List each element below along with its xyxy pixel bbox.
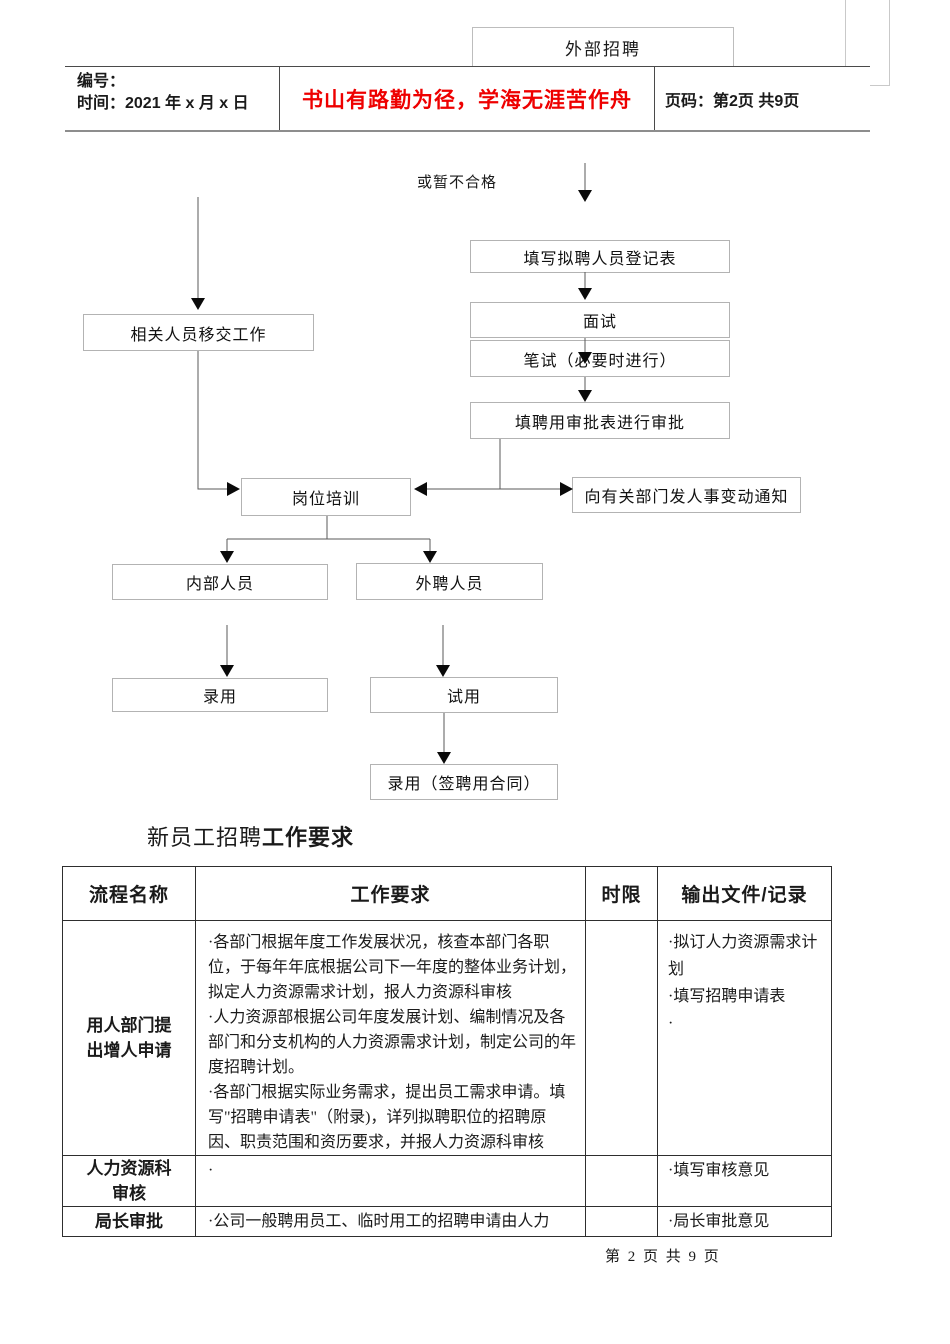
arrow-down-icon: [436, 665, 450, 677]
document-header: 编号： 时间：2021 年 x 月 x 日 书山有路勤为径，学海无涯苦作舟 页码…: [65, 66, 870, 132]
table-header-row: 流程名称 工作要求 时限 输出文件/记录: [62, 866, 832, 921]
header-page-cell: 页码：第2页 共9页: [655, 67, 870, 130]
section-title: 新员工招聘工作要求: [147, 820, 354, 852]
cell-time-limit: [585, 1206, 658, 1237]
arrow-down-icon: [220, 665, 234, 677]
section-title-bold: 工作要求: [262, 825, 355, 850]
flow-box-probation: 试用: [370, 677, 558, 713]
arrow-down-icon: [578, 390, 592, 402]
arrow-down-icon: [191, 298, 205, 310]
cell-time-limit: [585, 1155, 658, 1207]
flow-box-fill-candidate-registration-form: 填写拟聘人员登记表: [470, 240, 730, 273]
cell-output-documents: ·拟订人力资源需求计划 ·填写招聘申请表 ·: [657, 920, 832, 1156]
table-row: 人力资源科审核 · ·填写审核意见: [62, 1155, 832, 1207]
cell-work-requirements: ·各部门根据年度工作发展状况，核查本部门各职位，于每年年底根据公司下一年度的整体…: [195, 920, 586, 1156]
flow-title-label: 外部招聘: [565, 39, 641, 59]
doc-number-label: 编号：: [77, 73, 126, 90]
arrow-down-icon: [220, 551, 234, 563]
output-item: ·局长审批意见: [668, 1213, 770, 1230]
header-meta-cell: 编号： 时间：2021 年 x 月 x 日: [65, 67, 280, 130]
col-header-output-documents: 输出文件/记录: [657, 866, 832, 921]
col-header-work-requirements: 工作要求: [195, 866, 586, 921]
cell-output-documents: ·局长审批意见: [657, 1206, 832, 1237]
requirement-item: ·各部门根据年度工作发展状况，核查本部门各职位，于每年年底根据公司下一年度的整体…: [208, 934, 577, 1001]
col-header-time-limit: 时限: [585, 866, 658, 921]
motto-text: 书山有路勤为径，学海无涯苦作舟: [302, 88, 632, 112]
requirements-table: 流程名称 工作要求 时限 输出文件/记录 用人部门提出增人申请 ·各部门根据年度…: [62, 866, 832, 1237]
page-number-label: 页码：第2页 共9页: [665, 92, 800, 110]
arrow-down-icon: [437, 752, 451, 764]
cell-process-name: 局长审批: [62, 1206, 196, 1237]
doc-time-label: 时间：2021 年 x 月 x 日: [77, 95, 249, 112]
cell-process-name: 人力资源科审核: [62, 1155, 196, 1207]
flow-box-handover-work: 相关人员移交工作: [83, 314, 314, 351]
requirement-item: ·各部门根据实际业务需求，提出员工需求申请。填写"招聘申请表"（附录)，详列拟聘…: [208, 1084, 566, 1151]
flow-box-internal-staff: 内部人员: [112, 564, 328, 600]
flow-box-interview: 面试: [470, 302, 730, 338]
flow-box-notify-departments: 向有关部门发人事变动通知: [572, 477, 801, 513]
arrow-down-icon: [423, 551, 437, 563]
cell-process-name: 用人部门提出增人申请: [62, 920, 196, 1156]
page-footer: 第 2 页 共 9 页: [605, 1249, 721, 1265]
flow-title-box: 外部招聘: [472, 27, 734, 67]
cell-work-requirements: ·公司一般聘用员工、临时用工的招聘申请由人力: [195, 1206, 586, 1237]
requirement-item: ·公司一般聘用员工、临时用工的招聘申请由人力: [208, 1213, 550, 1230]
header-motto-cell: 书山有路勤为径，学海无涯苦作舟: [280, 67, 655, 130]
output-item: ·拟订人力资源需求计划: [668, 934, 818, 978]
arrow-left-icon: [414, 482, 427, 496]
col-header-process-name: 流程名称: [62, 866, 196, 921]
flow-note-unqualified: 或暂不合格: [417, 175, 498, 191]
requirement-item: ·: [208, 1162, 214, 1179]
flow-box-job-training: 岗位培训: [241, 478, 411, 516]
requirement-item: ·人力资源部根据公司年度发展计划、编制情况及各部门和分支机构的人力资源需求计划，…: [208, 1009, 577, 1076]
cell-output-documents: ·填写审核意见: [657, 1155, 832, 1207]
arrow-down-icon: [578, 288, 592, 300]
flow-box-hire-sign-contract: 录用（签聘用合同）: [370, 764, 558, 800]
flow-box-hire: 录用: [112, 678, 328, 712]
flow-box-written-test: 笔试（必要时进行）: [470, 340, 730, 377]
arrow-down-icon: [578, 190, 592, 202]
output-item: ·填写审核意见: [668, 1162, 770, 1179]
table-row: 局长审批 ·公司一般聘用员工、临时用工的招聘申请由人力 ·局长审批意见: [62, 1206, 832, 1237]
cell-work-requirements: ·: [195, 1155, 586, 1207]
section-title-normal: 新员工招聘: [147, 825, 263, 850]
output-item: ·填写招聘申请表: [668, 988, 786, 1005]
flow-box-external-staff: 外聘人员: [356, 563, 543, 600]
output-item: ·: [668, 1015, 674, 1032]
flow-box-employment-approval: 填聘用审批表进行审批: [470, 402, 730, 439]
cell-time-limit: [585, 920, 658, 1156]
table-row: 用人部门提出增人申请 ·各部门根据年度工作发展状况，核查本部门各职位，于每年年底…: [62, 920, 832, 1156]
arrow-right-icon: [227, 482, 240, 496]
